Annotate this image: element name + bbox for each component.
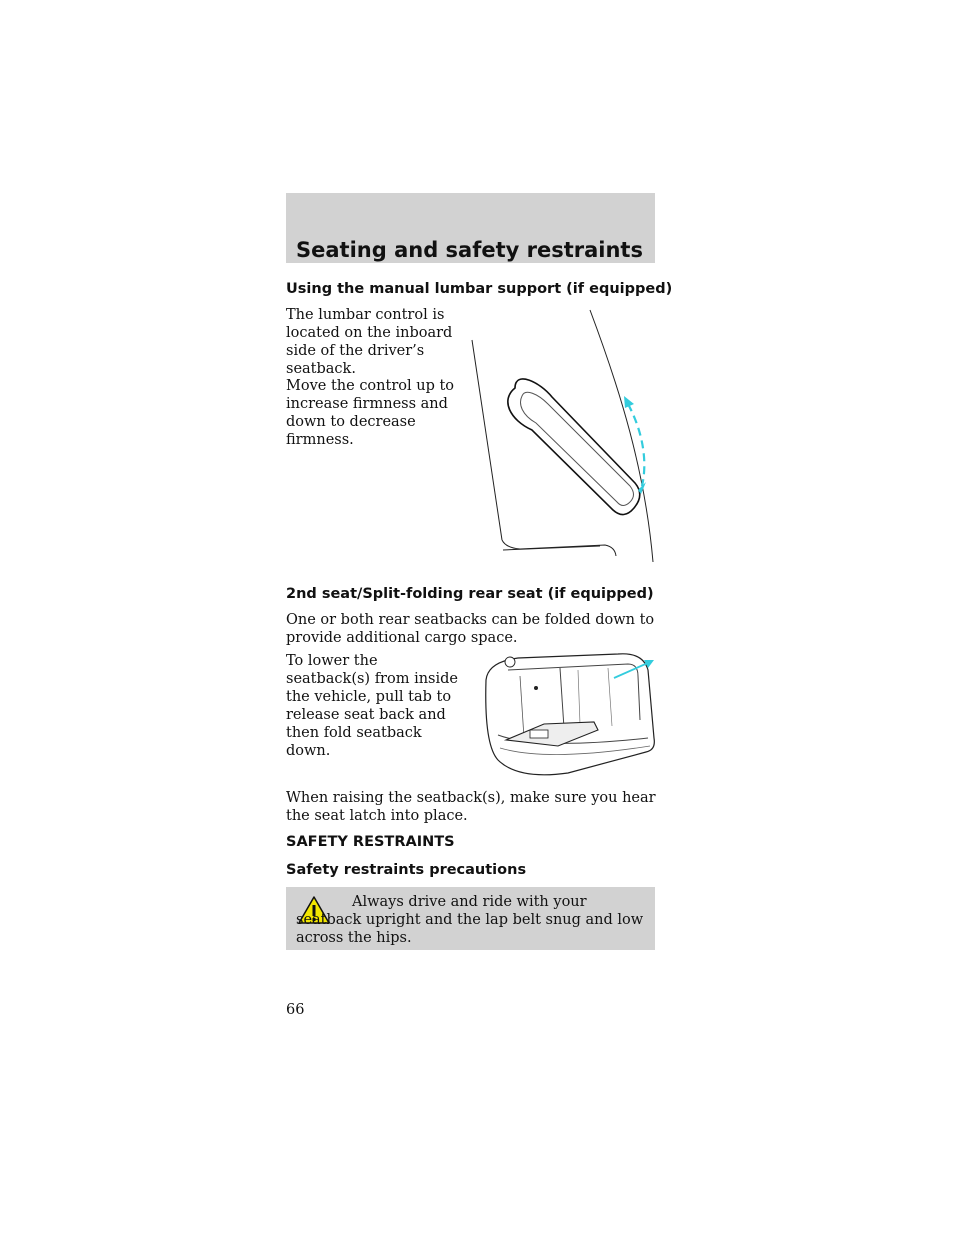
rear-seat-paragraph-1: One or both rear seatbacks can be folded… <box>286 612 655 646</box>
safety-subheading: Safety restraints precautions <box>286 862 527 878</box>
lumbar-paragraph-1: The lumbar control is located on the inb… <box>286 307 453 377</box>
warning-box <box>286 887 655 950</box>
rear-seat-paragraph-3: When raising the seatback(s), make sure … <box>286 790 656 824</box>
rear-seat-paragraph-2: To lower the seatback(s) from inside the… <box>286 653 458 759</box>
page-number: 66 <box>286 1002 305 1018</box>
rear-seat-illustration <box>485 653 655 776</box>
page-title: Seating and safety restraints <box>296 238 643 262</box>
warning-text: Always drive and ride with your seatback… <box>296 894 644 946</box>
lumbar-control-illustration <box>471 309 654 563</box>
rear-seat-heading: 2nd seat/Split-folding rear seat (if equ… <box>286 586 654 602</box>
lumbar-heading: Using the manual lumbar support (if equi… <box>286 281 673 297</box>
header-band <box>286 193 655 263</box>
safety-section-heading: SAFETY RESTRAINTS <box>286 834 455 850</box>
warning-triangle-icon <box>298 896 330 924</box>
lumbar-paragraph-2: Move the control up to increase firmness… <box>286 378 455 448</box>
